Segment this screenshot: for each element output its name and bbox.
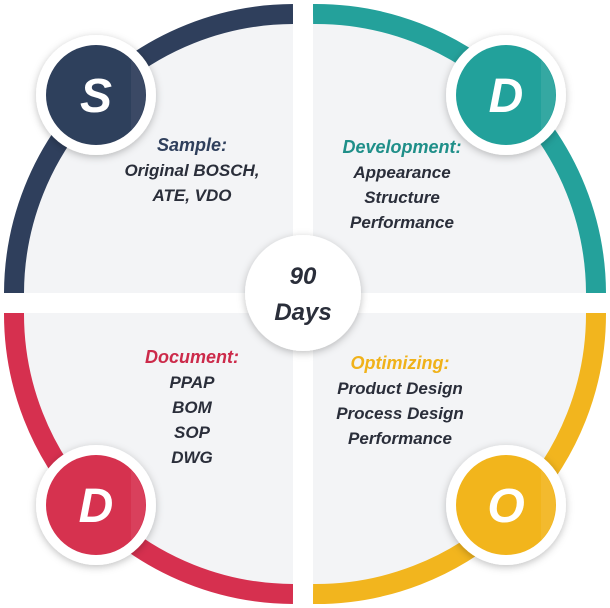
line-sample-2: ATE, VDO [151, 186, 231, 205]
line-optimizing-2: Process Design [336, 404, 464, 423]
panel-optimizing [313, 313, 596, 594]
quadrant-panels [14, 14, 596, 594]
title-development: Development: [342, 137, 461, 157]
line-document-4: DWG [171, 448, 213, 467]
line-development-2: Structure [364, 188, 440, 207]
title-document: Document: [145, 347, 239, 367]
text-optimizing: Optimizing: Product Design Process Desig… [336, 353, 464, 448]
badge-letter-document: D [79, 480, 114, 533]
title-optimizing: Optimizing: [351, 353, 450, 373]
line-sample-1: Original BOSCH, [124, 161, 259, 180]
line-optimizing-1: Product Design [337, 379, 463, 398]
badge-document [36, 445, 156, 565]
badge-sample [36, 35, 156, 155]
panel-sample [14, 14, 293, 293]
line-document-2: BOM [172, 398, 213, 417]
center-line-2: Days [274, 299, 331, 326]
panel-development [313, 14, 596, 293]
line-optimizing-3: Performance [348, 429, 452, 448]
center-line-1: 90 [290, 263, 317, 290]
text-development: Development: Appearance Structure Perfor… [342, 137, 461, 232]
line-development-3: Performance [350, 213, 454, 232]
title-sample: Sample: [157, 135, 227, 155]
badge-letter-sample: S [80, 70, 112, 123]
panel-document [14, 313, 293, 594]
badge-optimizing [446, 445, 566, 565]
text-sample: Sample: Original BOSCH, ATE, VDO [124, 135, 259, 205]
badge-letter-development: D [489, 70, 524, 123]
line-document-3: SOP [174, 423, 211, 442]
text-document: Document: PPAP BOM SOP DWG [145, 347, 239, 467]
line-development-1: Appearance [352, 163, 450, 182]
badge-letter-optimizing: O [487, 480, 524, 533]
badge-development [446, 35, 566, 155]
center-badge [245, 235, 361, 351]
line-document-1: PPAP [169, 373, 215, 392]
